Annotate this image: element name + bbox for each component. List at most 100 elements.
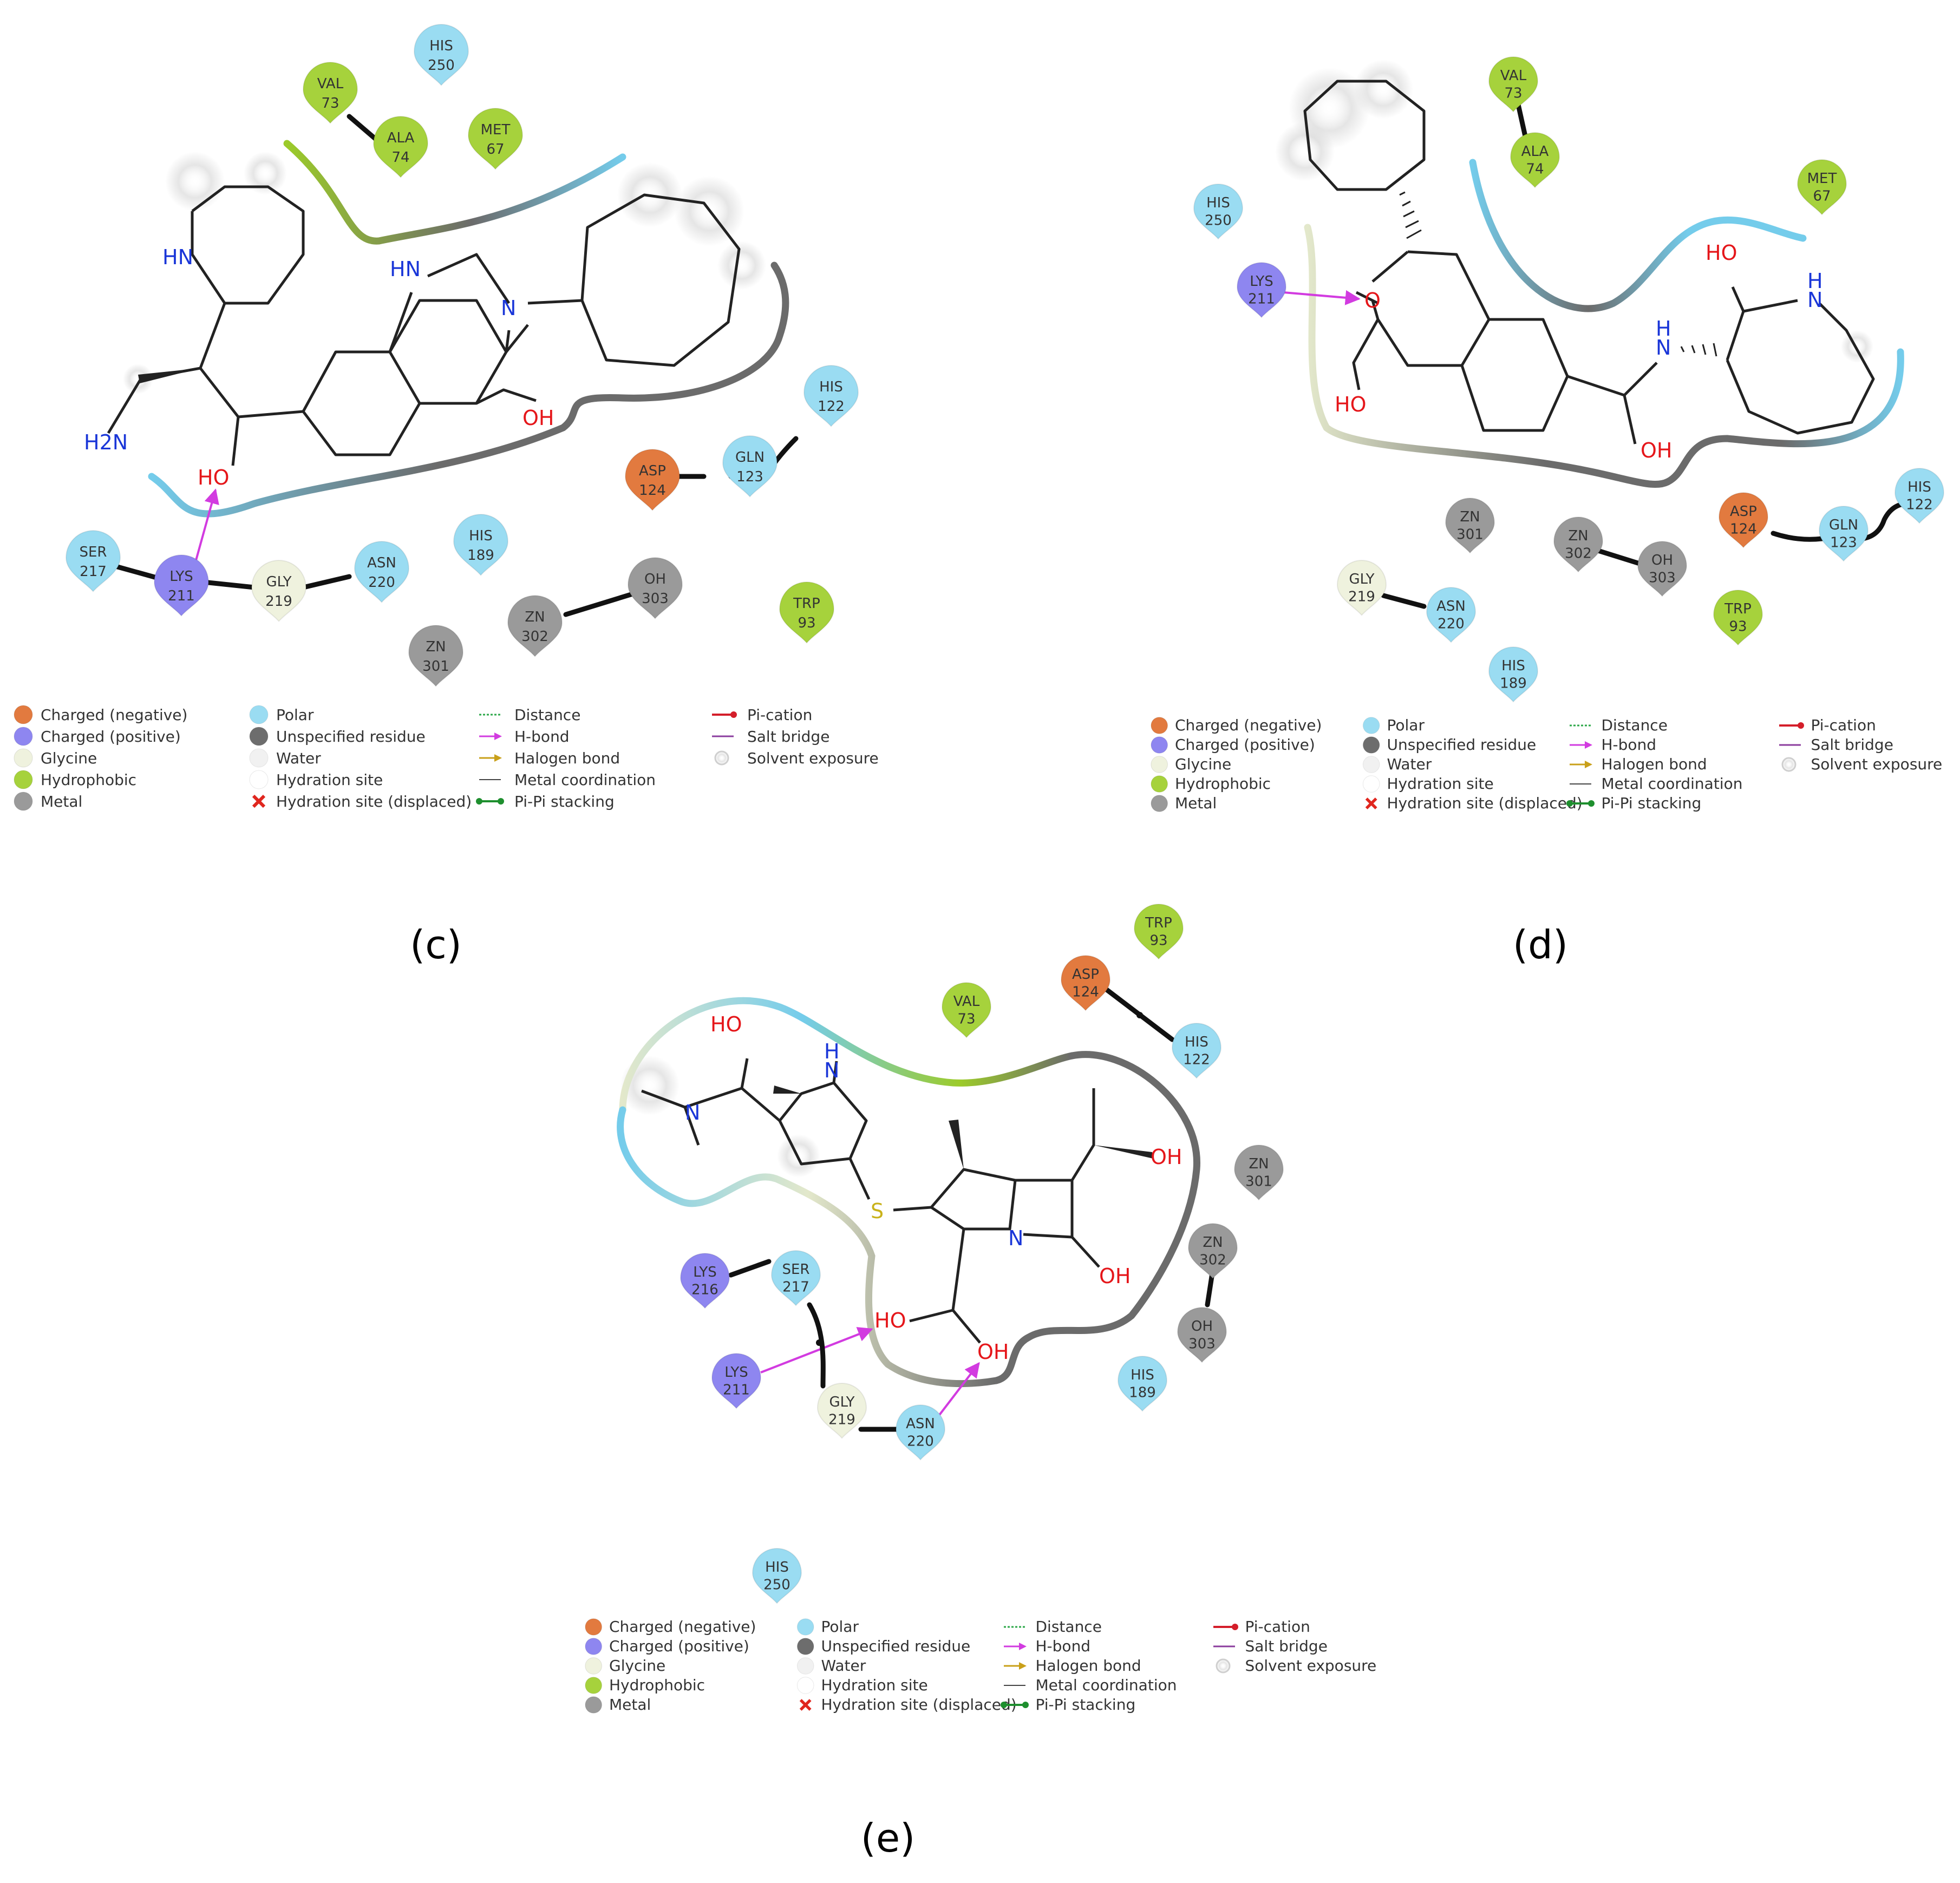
pocket-ribbon-low-e <box>617 1106 1000 1388</box>
residue-number: 124 <box>639 482 666 499</box>
displaced-icon <box>799 1699 812 1711</box>
legend-label: Solvent exposure <box>1811 755 1943 773</box>
residue-number: 250 <box>428 57 455 74</box>
legend-label: Metal coordination <box>1036 1676 1177 1694</box>
legend-label: Hydration site <box>1387 775 1494 793</box>
wedge-bond-e3 <box>773 1086 801 1094</box>
residue-name: ZN <box>1568 528 1588 544</box>
residue-marker <box>413 24 469 87</box>
legend-label: Unspecified residue <box>821 1637 971 1655</box>
residue-name: HIS <box>429 38 453 54</box>
legend-label: Pi-cation <box>1811 716 1876 734</box>
legend-label: Pi-Pi stacking <box>1602 794 1702 812</box>
residue-marker <box>1713 590 1763 646</box>
residue-number: 303 <box>1188 1336 1216 1352</box>
residue-marker <box>453 514 509 577</box>
residue-marker <box>1488 646 1539 703</box>
legend-swatch <box>14 705 33 724</box>
atom-n-pyrrolidine: N <box>824 1058 839 1082</box>
wedge-bond-c <box>138 368 200 383</box>
residue-number: 211 <box>1248 291 1275 308</box>
legend-label: Charged (negative) <box>41 706 187 724</box>
panel-d: O HO OH H N HO H N VAL73ALA74HIS250MET67… <box>1193 56 1945 703</box>
residue-name: HIS <box>1131 1367 1154 1383</box>
legend-swatch <box>585 1638 602 1655</box>
residue-his-189: HIS 189 <box>1117 1356 1168 1412</box>
legend-swatch <box>14 770 33 789</box>
distance-node-e2 <box>816 1339 822 1346</box>
residue-number: 303 <box>642 591 669 607</box>
residue-number: 301 <box>422 658 449 675</box>
legend-label: H-bond <box>1602 736 1657 754</box>
legend-swatch-halogen <box>1585 761 1592 768</box>
residue-marker <box>627 557 683 620</box>
residue-name: ZN <box>426 639 446 655</box>
residue-marker <box>373 116 429 179</box>
legend-label: Glycine <box>41 749 97 767</box>
legend-swatch <box>1151 717 1168 734</box>
legend-swatch <box>796 1677 814 1694</box>
legend-swatch <box>249 748 269 768</box>
residue-marker <box>1553 516 1604 573</box>
legend-swatch-hbond <box>494 733 502 740</box>
legend-swatch <box>249 727 269 746</box>
legend-label: Hydrophobic <box>41 771 136 789</box>
residue-name: LYS <box>724 1364 748 1381</box>
residue-name: TRP <box>1145 915 1172 931</box>
residue-number: 301 <box>1245 1174 1272 1190</box>
legend-label: Halogen bond <box>514 749 620 767</box>
residue-name: ASN <box>367 555 396 571</box>
legend-label: Unspecified residue <box>1387 736 1537 754</box>
residue-marker <box>65 530 121 593</box>
atom-o-pyran: O <box>1364 289 1381 312</box>
residue-number: 123 <box>736 469 763 485</box>
legend-swatch <box>14 748 33 768</box>
residue-name: LYS <box>169 568 193 585</box>
legend-swatch <box>14 792 33 811</box>
atom-hn-ring: HN <box>390 257 421 281</box>
legend-d: Charged (negative)Charged (positive)Glyc… <box>1151 716 1942 812</box>
legend-swatch <box>14 727 33 746</box>
residue-number: 123 <box>1830 535 1857 551</box>
legend-c: Charged (negative)Charged (positive)Glyc… <box>14 705 879 811</box>
residue-marker <box>711 1353 762 1409</box>
legend-swatch <box>1151 775 1168 793</box>
atom-n-ring: N <box>501 296 516 320</box>
legend-label: Charged (negative) <box>1175 716 1322 734</box>
legend-label: Charged (positive) <box>1175 736 1315 754</box>
legend-label: Hydration site (displaced) <box>276 793 472 810</box>
legend-swatch-pication <box>1232 1624 1238 1630</box>
legend-label: Hydration site <box>276 771 383 789</box>
legend-label: Hydrophobic <box>1175 775 1271 793</box>
atom-oh-side: OH <box>1151 1145 1182 1169</box>
legend-label: Metal coordination <box>514 771 656 789</box>
solvent-exposure-halos-e <box>620 1056 820 1178</box>
residue-number: 122 <box>818 398 845 415</box>
residue-name: ZN <box>1203 1234 1223 1251</box>
residue-marker <box>1233 1145 1284 1201</box>
residue-number: 122 <box>1906 497 1933 513</box>
residue-marker <box>1445 498 1495 554</box>
legend-swatch-pipi <box>1588 800 1595 807</box>
legend-label: Polar <box>821 1618 859 1636</box>
residue-name: ALA <box>1521 143 1549 160</box>
residue-name: VAL <box>1500 68 1527 84</box>
residue-marker <box>779 581 835 644</box>
residue-marker <box>1637 541 1688 597</box>
residue-number: 189 <box>1129 1385 1156 1401</box>
legend-label: Distance <box>1602 716 1668 734</box>
legend-swatch <box>1362 775 1380 793</box>
